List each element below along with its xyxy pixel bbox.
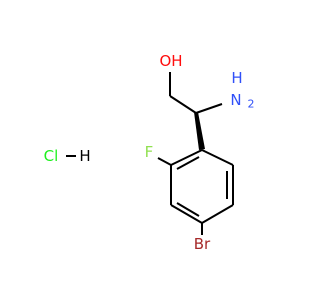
atom-amine-subscript: 2 xyxy=(248,98,255,111)
atom-label-group: OH H N 2 F Br Cl H xyxy=(44,52,255,253)
bond-group xyxy=(66,72,234,235)
ring-bond-4 xyxy=(170,204,203,224)
atom-amine-h: H xyxy=(231,69,242,87)
atom-chlorine: Cl xyxy=(44,147,59,165)
atom-fluorine: F xyxy=(145,143,154,161)
atom-hcl-hydrogen: H xyxy=(79,147,90,165)
ring-double-3 xyxy=(176,156,200,170)
bond-ch2-cstar xyxy=(169,95,197,114)
bond-c-f xyxy=(157,157,172,166)
molecule-structure: OH H N 2 F Br Cl H xyxy=(44,52,255,253)
ring-double-2 xyxy=(176,202,200,217)
ring-bond-1 xyxy=(201,149,234,166)
bond-cstar-n xyxy=(195,103,223,114)
atom-bromine: Br xyxy=(194,235,211,253)
atom-oh: OH xyxy=(159,52,182,70)
ring-bond-6 xyxy=(170,149,203,166)
atom-amine-n: N xyxy=(230,91,241,109)
ring-bond-3 xyxy=(201,204,234,224)
wedge-bond xyxy=(194,112,205,150)
